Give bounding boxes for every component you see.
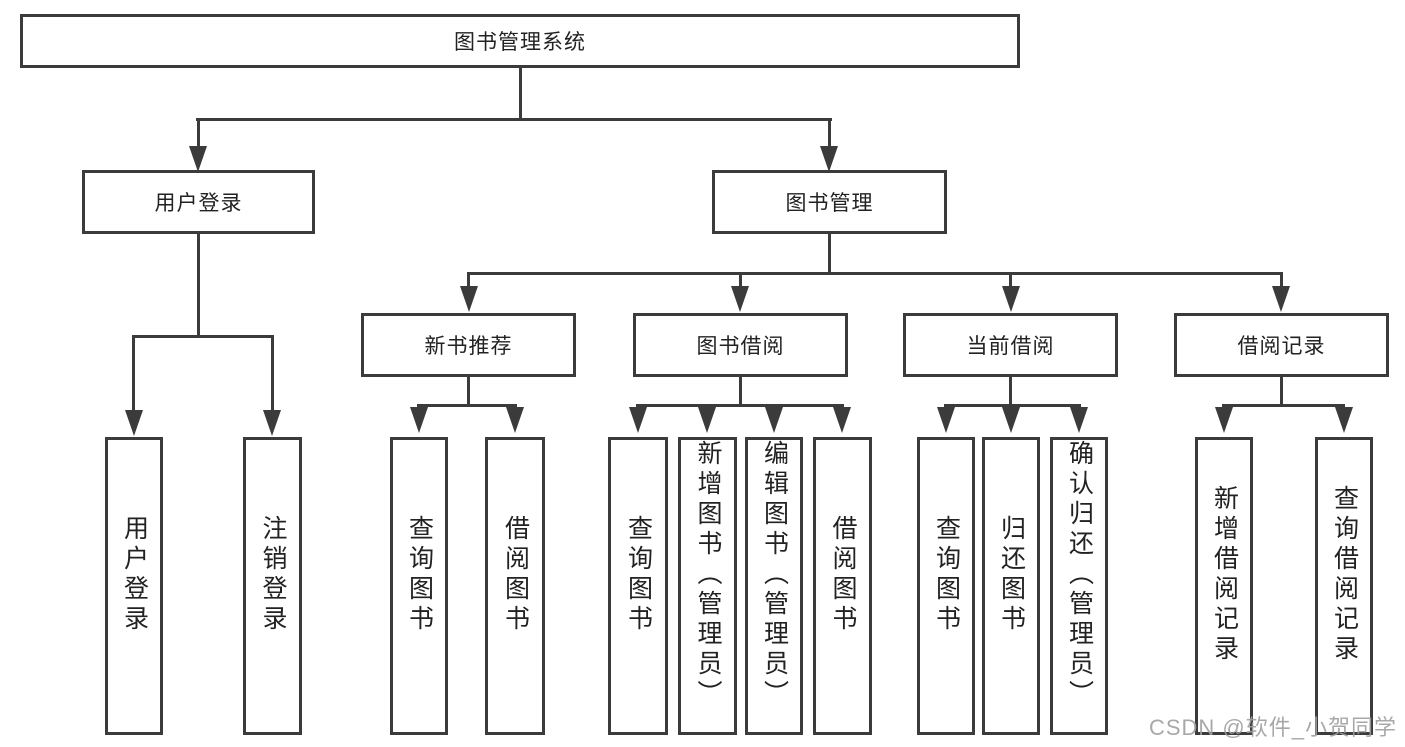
node-borrowing-records: 借阅记录: [1174, 313, 1389, 377]
node-book-management: 图书管理: [712, 170, 947, 234]
node-current-borrowing: 当前借阅: [903, 313, 1118, 377]
connector-line: [828, 232, 831, 275]
leaf-borrow-books-borrow: 借阅图书: [813, 437, 872, 735]
arrow-down-icon: [1215, 407, 1233, 433]
node-user-login: 用户登录: [82, 170, 315, 234]
arrow-down-icon: [765, 407, 783, 433]
leaf-logout-label: 注销登录: [259, 515, 287, 635]
leaf-query-borrow-record: 查询借阅记录: [1315, 437, 1373, 735]
node-book-management-label: 图书管理: [785, 192, 874, 215]
connector-line: [1009, 375, 1012, 407]
arrow-down-icon: [189, 146, 207, 172]
node-library-system: 图书管理系统: [20, 14, 1020, 68]
connector-line: [1280, 375, 1283, 407]
leaf-borrow-books-recommend-label: 借阅图书: [501, 515, 530, 635]
node-library-system-label: 图书管理系统: [454, 31, 586, 54]
connector-line: [132, 335, 135, 411]
connector-line: [519, 66, 522, 120]
connector-line: [636, 404, 844, 407]
node-new-book-recommend-label: 新书推荐: [424, 335, 513, 358]
leaf-query-books-current: 查询图书: [917, 437, 975, 735]
arrow-down-icon: [410, 407, 428, 433]
leaf-add-book-admin-label: 新增图书（管理员）: [694, 440, 722, 710]
leaf-query-books-borrow: 查询图书: [608, 437, 668, 735]
node-book-borrowing-label: 图书借阅: [696, 335, 785, 358]
leaf-query-books-current-label: 查询图书: [932, 515, 961, 635]
arrow-down-icon: [506, 407, 524, 433]
node-book-borrowing: 图书借阅: [633, 313, 848, 377]
arrow-down-icon: [1002, 407, 1020, 433]
connector-line: [1280, 272, 1283, 288]
arrow-down-icon: [125, 410, 143, 436]
connector-line: [197, 232, 200, 338]
connector-line: [467, 375, 470, 407]
node-user-login-label: 用户登录: [154, 192, 243, 215]
leaf-add-book-admin: 新增图书（管理员）: [678, 437, 737, 735]
leaf-borrow-books-recommend: 借阅图书: [485, 437, 545, 735]
connector-line: [944, 404, 1081, 407]
arrow-down-icon: [1335, 407, 1353, 433]
leaf-query-books-recommend-label: 查询图书: [405, 515, 434, 635]
connector-line: [1222, 404, 1345, 407]
leaf-edit-book-admin-label: 编辑图书（管理员）: [760, 440, 789, 710]
leaf-return-book: 归还图书: [982, 437, 1040, 735]
connector-line: [739, 375, 742, 407]
arrow-down-icon: [629, 407, 647, 433]
arrow-down-icon: [820, 146, 838, 172]
leaf-confirm-return-admin: 确认归还（管理员）: [1050, 437, 1108, 735]
connector-line: [828, 118, 831, 150]
leaf-query-books-borrow-label: 查询图书: [624, 515, 653, 635]
connector-line: [271, 335, 274, 411]
leaf-query-books-recommend: 查询图书: [390, 437, 448, 735]
arrow-down-icon: [698, 407, 716, 433]
leaf-return-book-label: 归还图书: [997, 515, 1026, 635]
leaf-confirm-return-admin-label: 确认归还（管理员）: [1065, 440, 1094, 710]
leaf-query-borrow-record-label: 查询借阅记录: [1330, 485, 1359, 665]
connector-line: [197, 118, 200, 150]
arrow-down-icon: [731, 286, 749, 312]
arrow-down-icon: [1272, 286, 1290, 312]
arrow-down-icon: [263, 410, 281, 436]
connector-line: [467, 272, 1283, 275]
connector-line: [417, 404, 517, 407]
connector-line: [467, 272, 470, 288]
arrow-down-icon: [460, 286, 478, 312]
leaf-user-login: 用户登录: [105, 437, 163, 735]
leaf-borrow-books-borrow-label: 借阅图书: [829, 515, 857, 635]
leaf-add-borrow-record-label: 新增借阅记录: [1210, 485, 1239, 665]
node-current-borrowing-label: 当前借阅: [966, 335, 1055, 358]
node-borrowing-records-label: 借阅记录: [1237, 335, 1326, 358]
arrow-down-icon: [1002, 286, 1020, 312]
leaf-logout: 注销登录: [243, 437, 302, 735]
connector-line: [132, 335, 274, 338]
leaf-add-borrow-record: 新增借阅记录: [1195, 437, 1253, 735]
leaf-user-login-label: 用户登录: [120, 515, 149, 635]
leaf-edit-book-admin: 编辑图书（管理员）: [745, 437, 803, 735]
node-new-book-recommend: 新书推荐: [361, 313, 576, 377]
watermark-text: CSDN @软件_小贺同学: [1148, 715, 1397, 740]
arrow-down-icon: [937, 407, 955, 433]
arrow-down-icon: [833, 407, 851, 433]
connector-line: [739, 272, 742, 288]
connector-line: [1009, 272, 1012, 288]
arrow-down-icon: [1070, 407, 1088, 433]
connector-line: [196, 118, 832, 121]
